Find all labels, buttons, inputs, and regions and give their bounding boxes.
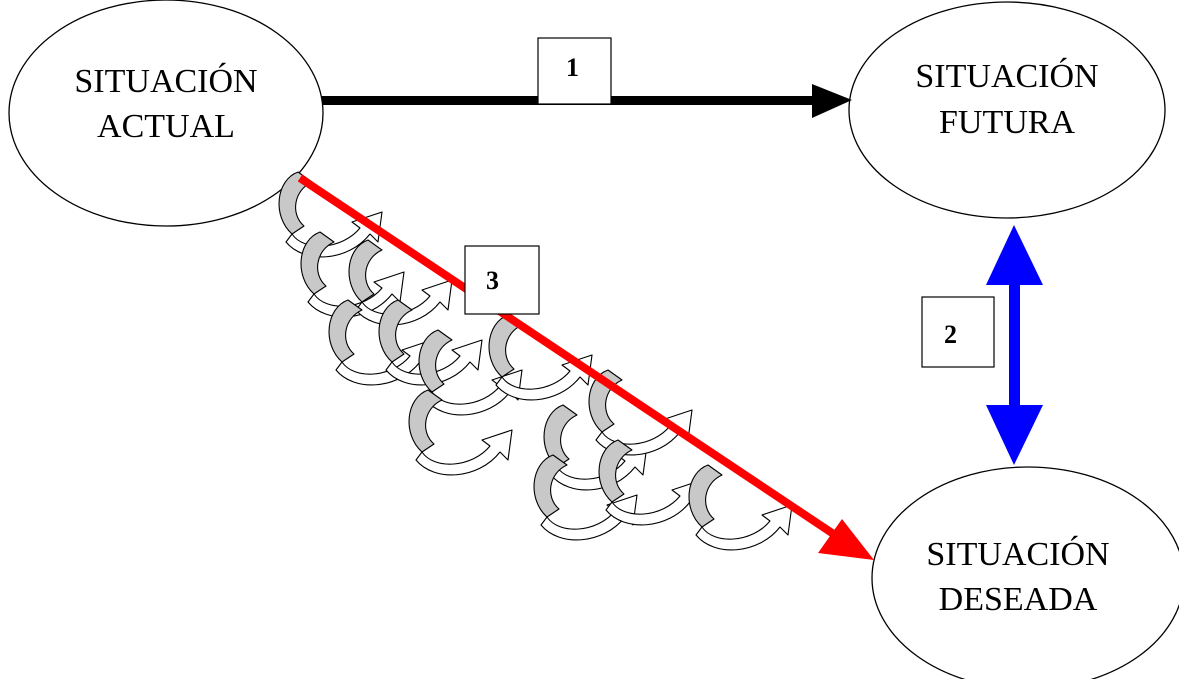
label-2-text: 2 [944,320,957,349]
loop-arrow [488,314,593,401]
node-actual-line2: ACTUAL [97,108,235,145]
loop-arrow [688,464,793,551]
arrow-3-actual-to-deseada [297,174,874,560]
label-3-text: 3 [486,266,499,295]
node-deseada-line2: DESEADA [939,581,1098,618]
node-situacion-actual [8,0,324,227]
loop-arrow [598,439,703,526]
node-situacion-deseada [871,466,1179,679]
loop-arrows-group [278,171,793,551]
label-box-1: 1 [537,37,612,105]
node-actual-line1: SITUACIÓN [74,62,257,100]
node-deseada-line1: SITUACIÓN [926,535,1109,573]
arrow-2-futura-deseada [986,225,1043,465]
label-1-text: 1 [566,53,579,82]
node-futura-line2: FUTURA [939,104,1075,141]
label-box-3: 3 [464,245,540,315]
label-box-2: 2 [921,296,995,368]
node-situacion-futura [848,1,1166,219]
node-futura-line1: SITUACIÓN [915,57,1098,95]
